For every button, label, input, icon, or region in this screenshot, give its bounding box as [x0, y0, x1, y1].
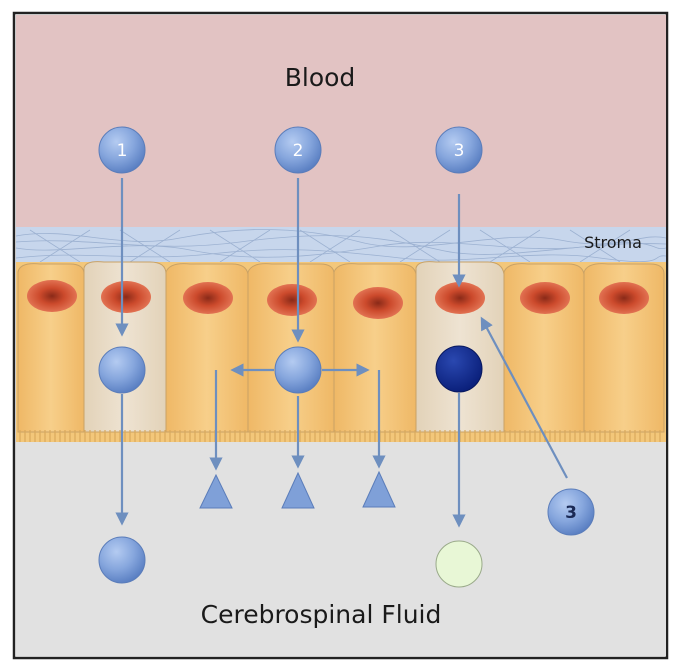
pathway-number-2: 2 — [293, 141, 304, 161]
pale-circle-icon — [435, 540, 483, 588]
nucleus — [183, 282, 233, 314]
pathway-marker-1: 1 — [98, 126, 146, 174]
circle-icon — [98, 346, 146, 394]
circle-icon — [98, 536, 146, 584]
blood-region — [16, 15, 666, 230]
arrow-3-side — [480, 316, 568, 479]
pathway-markers: 1 2 3 3 — [98, 126, 595, 536]
pathway-number-3-side: 3 — [565, 503, 577, 523]
triangle-icon — [362, 470, 396, 508]
stroma-band — [16, 227, 666, 265]
pathway-marker-3-side: 3 — [547, 488, 595, 536]
nucleus — [101, 281, 151, 313]
transport-arrows — [115, 178, 568, 528]
dark-circle-icon — [435, 345, 483, 393]
stroma-label: Stroma — [584, 233, 642, 252]
molecules — [98, 345, 483, 588]
pathway-marker-2: 2 — [274, 126, 322, 174]
pathway-marker-3-top: 3 — [435, 126, 483, 174]
nucleus — [599, 282, 649, 314]
nucleus — [353, 287, 403, 319]
nucleus — [27, 280, 77, 312]
triangle-icon — [281, 471, 315, 509]
nucleus — [520, 282, 570, 314]
triangle-icon — [199, 473, 233, 509]
blood-label: Blood — [285, 63, 356, 92]
circle-icon — [274, 346, 322, 394]
pathway-number-3-top: 3 — [454, 141, 465, 161]
stroma-fibers — [15, 229, 667, 263]
nucleus — [435, 282, 485, 314]
csf-label: Cerebrospinal Fluid — [201, 600, 442, 629]
pathway-number-1: 1 — [117, 141, 128, 161]
nucleus — [267, 284, 317, 316]
cell-nuclei — [27, 280, 649, 319]
diagram-frame — [12, 11, 669, 660]
